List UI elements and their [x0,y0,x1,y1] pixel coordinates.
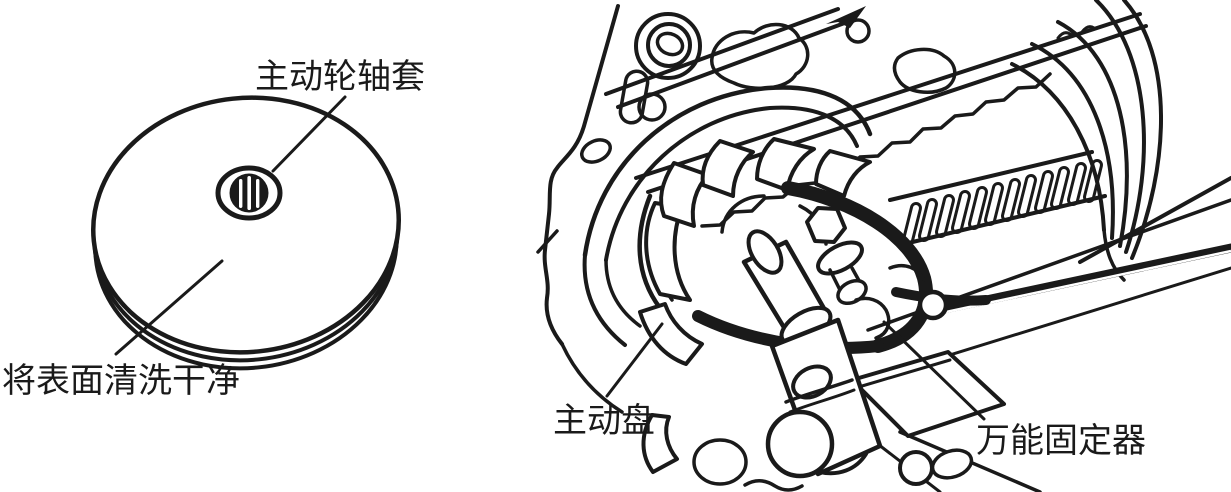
crankcase-opening-arcs [582,85,873,347]
label-clean-surface: 将表面清洗干净 [2,362,240,400]
holder-bar [765,317,883,479]
label-universal-holder: 万能固定器 [976,422,1146,460]
bracket-plate [850,350,1006,438]
engine-illustration [536,0,1231,492]
crank-nut [805,206,891,340]
belt-teeth-edge [700,72,1052,228]
spline-bore [229,173,269,213]
strap-roller [917,289,949,321]
disc-face [91,95,401,355]
leader-universal-holder [882,320,986,421]
holder-handle-lines [866,198,1231,492]
casting-blob [710,22,810,90]
driven-pulley-arcs [1010,0,1231,282]
belt-lower-run [888,150,1107,247]
engine-case [536,4,804,492]
labels: 主动轮轴套 将表面清洗干净 主动盘 万能固定器 [2,58,1146,460]
label-drive-plate: 主动盘 [553,402,655,440]
case-slots [580,69,667,164]
drive-pulley-disc [91,95,401,371]
leader-hub-sleeve [271,95,347,173]
label-hub-sleeve: 主动轮轴套 [255,58,425,96]
leader-clean-surface [114,259,224,356]
leader-lines [114,95,986,421]
leader-drive-plate [605,322,664,398]
holder-bar-hole [791,364,833,400]
case-bracket-edges [604,6,957,109]
bolt-boss [634,12,702,80]
